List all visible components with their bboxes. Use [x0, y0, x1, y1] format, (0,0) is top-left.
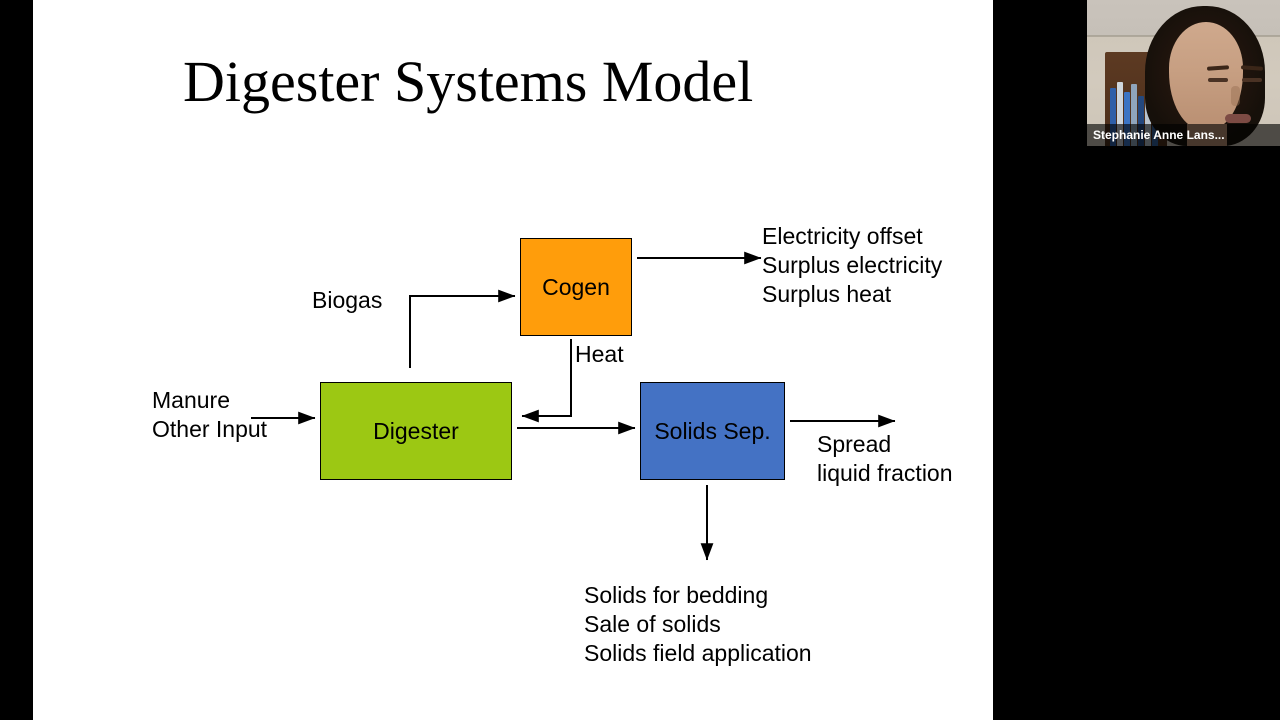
label-solids-outputs: Solids for bedding Sale of solids Solids…: [584, 582, 812, 666]
book: [1117, 82, 1123, 146]
book: [1131, 84, 1137, 146]
face: [1169, 22, 1264, 130]
label-spread-liquid-fraction: Spread liquid fraction: [817, 431, 953, 486]
eye-right: [1242, 78, 1262, 82]
participant-name-bar: Stephanie Anne Lans...: [1087, 124, 1280, 146]
node-cogen-label: Cogen: [542, 273, 610, 300]
label-biogas: Biogas: [312, 287, 383, 313]
digester-systems-flow-diagram: Cogen Digester Solids Sep. Biogas Heat M…: [33, 0, 993, 720]
page-title: Digester Systems Model: [183, 49, 754, 114]
webcam-background: [1087, 0, 1280, 146]
participant-name-label: Stephanie Anne Lans...: [1093, 128, 1225, 142]
mouth: [1225, 114, 1251, 123]
diagram-arrows: [251, 251, 896, 561]
arrow-heat-to-digester: [521, 339, 572, 423]
eye-left: [1208, 78, 1228, 82]
book: [1138, 96, 1144, 146]
arrow-biogas-to-cogen: [409, 289, 516, 368]
book: [1124, 92, 1130, 146]
label-manure-other-input: Manure Other Input: [152, 387, 268, 442]
label-heat: Heat: [575, 341, 624, 367]
node-digester-label: Digester: [373, 417, 459, 444]
label-cogen-outputs: Electricity offset Surplus electricity S…: [762, 223, 943, 307]
node-cogen[interactable]: Cogen: [520, 238, 632, 336]
node-digester[interactable]: Digester: [320, 382, 512, 480]
node-solids-separator[interactable]: Solids Sep.: [640, 382, 785, 480]
presentation-slide: Digester Systems Model: [33, 0, 993, 720]
nose: [1231, 86, 1240, 106]
node-solids-separator-label: Solids Sep.: [654, 417, 771, 444]
webcam-tile[interactable]: Stephanie Anne Lans...: [1087, 0, 1280, 146]
eyebrow-left: [1206, 65, 1230, 71]
book: [1110, 88, 1116, 146]
